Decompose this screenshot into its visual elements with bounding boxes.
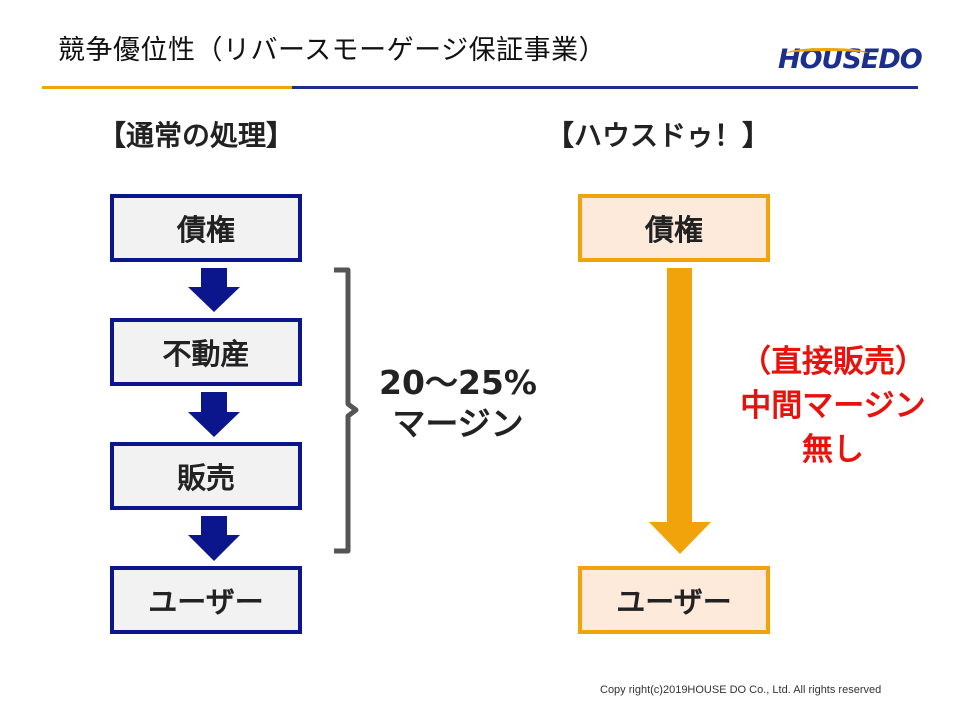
step-box-hanbai: 販売: [110, 442, 302, 510]
no-margin-note: （直接販売） 中間マージン 無し: [718, 340, 948, 472]
page-title: 競争優位性（リバースモーゲージ保証事業）: [58, 35, 607, 66]
copyright-notice: Copy right(c)2019HOUSE DO Co., Ltd. All …: [600, 684, 882, 696]
flow-arrow-3: [188, 516, 240, 561]
direct-box-saiken: 債権: [578, 194, 770, 262]
margin-label: マージン: [392, 404, 524, 444]
step-box-user: ユーザー: [110, 566, 302, 634]
header-rule-orange: [42, 86, 292, 89]
no-margin-line-3: 無し: [802, 432, 864, 469]
step-box-fudosan: 不動産: [110, 318, 302, 386]
margin-bracket: [334, 267, 359, 554]
no-margin-line-1: （直接販売）: [740, 344, 926, 380]
flow-arrow-2: [188, 392, 240, 437]
margin-note: 20～25% マージン: [368, 362, 548, 445]
flow-arrow-1: [188, 268, 240, 312]
logo-swoosh-icon: [786, 48, 868, 59]
step-box-saiken: 債権: [110, 194, 302, 262]
left-column-heading: 【通常の処理】: [98, 119, 295, 152]
direct-box-user: ユーザー: [578, 566, 770, 634]
house-do-logo: HOUSEDO: [778, 44, 923, 75]
header-rule-navy: [292, 86, 918, 89]
right-column-heading: 【ハウスドゥ！】: [546, 119, 771, 152]
margin-percent: 20～25%: [379, 363, 537, 402]
direct-arrow: [649, 268, 711, 554]
no-margin-line-2: 中間マージン: [740, 388, 926, 425]
